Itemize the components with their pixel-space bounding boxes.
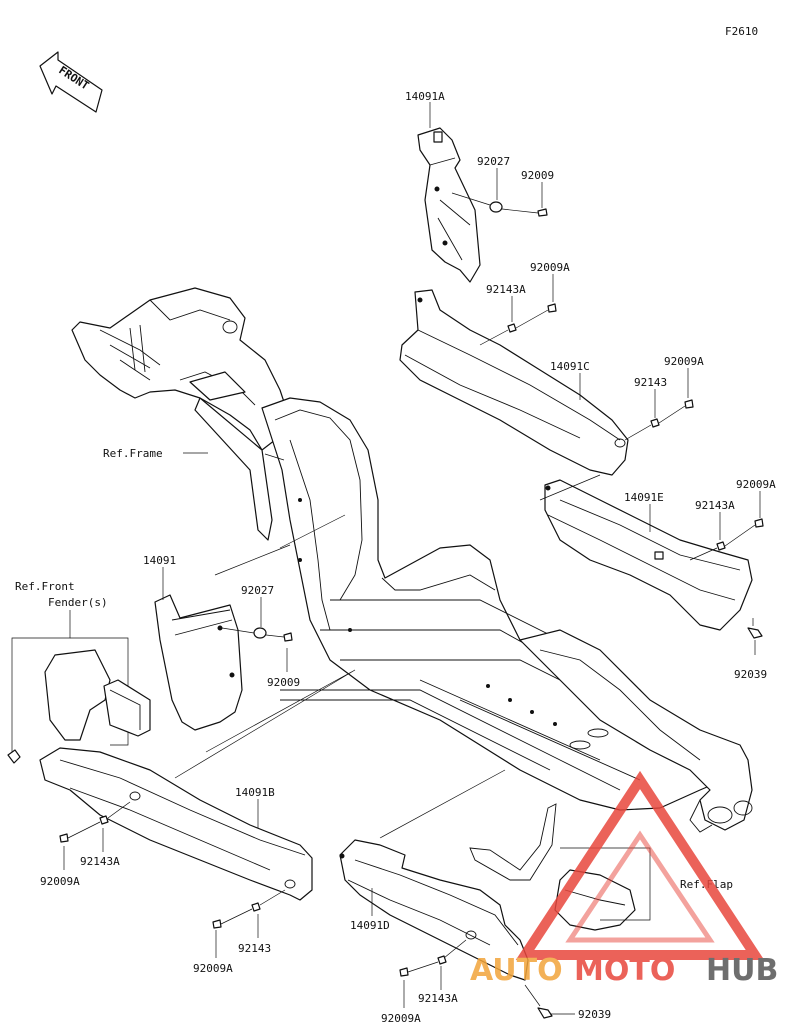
watermark-triangle-icon: [515, 770, 765, 960]
label-92039-1: 92039: [734, 668, 767, 681]
label-92143A-4: 92143A: [418, 992, 458, 1005]
guide-lines: [174, 453, 601, 839]
washer-92143-1: [650, 418, 660, 428]
label-92027-mid: 92027: [241, 584, 274, 597]
ref-front-fender-line2: Fender(s): [48, 596, 108, 609]
part-labels: 14091A 92027 92009 92009A 92143A 14091C …: [15, 90, 776, 1025]
guard-14091C: [399, 289, 629, 476]
ref-frame-label: Ref.Frame: [103, 447, 163, 460]
bolt-92009A-3: [754, 518, 764, 528]
label-14091D: 14091D: [350, 919, 390, 932]
label-92009A-1: 92009A: [530, 261, 570, 274]
label-14091B: 14091B: [235, 786, 275, 799]
bolt-92009-mid: [283, 632, 293, 642]
fender-bolt: [7, 749, 21, 764]
label-92039-2: 92039: [578, 1008, 611, 1021]
label-92143A-3: 92143A: [80, 855, 120, 868]
washer-92143A-1: [507, 323, 517, 333]
bolt-92009A-4: [59, 833, 69, 843]
label-14091C: 14091C: [550, 360, 590, 373]
label-92009A-4: 92009A: [40, 875, 80, 888]
label-14091: 14091: [143, 554, 176, 567]
leader-lines: [63, 102, 761, 1015]
label-92143-2: 92143: [238, 942, 271, 955]
washer-92143A-2: [716, 541, 726, 551]
label-92009A-3: 92009A: [736, 478, 776, 491]
guard-14091E: [544, 479, 753, 631]
bolt-92009A-6: [399, 967, 409, 977]
front-fender-ref: [7, 610, 151, 764]
bolt-92009A-5: [212, 919, 222, 929]
frame-drawing: [71, 287, 753, 833]
guard-14091A: [417, 127, 481, 283]
label-92009-top: 92009: [521, 169, 554, 182]
label-92009-mid: 92009: [267, 676, 300, 689]
label-92009A-2: 92009A: [664, 355, 704, 368]
washer-92027-mid: [253, 627, 267, 639]
bolt-92039-2: [537, 1007, 553, 1019]
watermark-logo: AUTO MOTO HUB: [470, 770, 778, 988]
label-14091E: 14091E: [624, 491, 664, 504]
watermark-text-2: MOTO: [574, 953, 675, 988]
washer-92027-top: [489, 201, 503, 213]
bolt-92009-top: [537, 208, 548, 217]
label-92143-1: 92143: [634, 376, 667, 389]
bolt-92009A-2: [684, 399, 694, 409]
watermark-text-1: AUTO: [470, 953, 563, 988]
guard-14091: [154, 594, 243, 731]
guard-14091D: [339, 839, 529, 981]
washer-92143-2: [251, 902, 261, 912]
label-92009A-5: 92009A: [193, 962, 233, 975]
washer-92143A-3: [99, 815, 109, 825]
label-14091A: 14091A: [405, 90, 445, 103]
label-92027-top: 92027: [477, 155, 510, 168]
front-arrow-icon: FRONT: [39, 51, 103, 113]
label-92009A-6: 92009A: [381, 1012, 421, 1025]
label-92143A-2: 92143A: [695, 499, 735, 512]
ref-front-fender-line1: Ref.Front: [15, 580, 75, 593]
diagram-code: F2610: [725, 25, 758, 38]
guard-14091B: [39, 747, 313, 901]
bolt-92039-1: [747, 627, 763, 639]
label-92143A-1: 92143A: [486, 283, 526, 296]
watermark-text-3: HUB: [706, 953, 778, 988]
bolt-92009A-1: [547, 303, 557, 313]
